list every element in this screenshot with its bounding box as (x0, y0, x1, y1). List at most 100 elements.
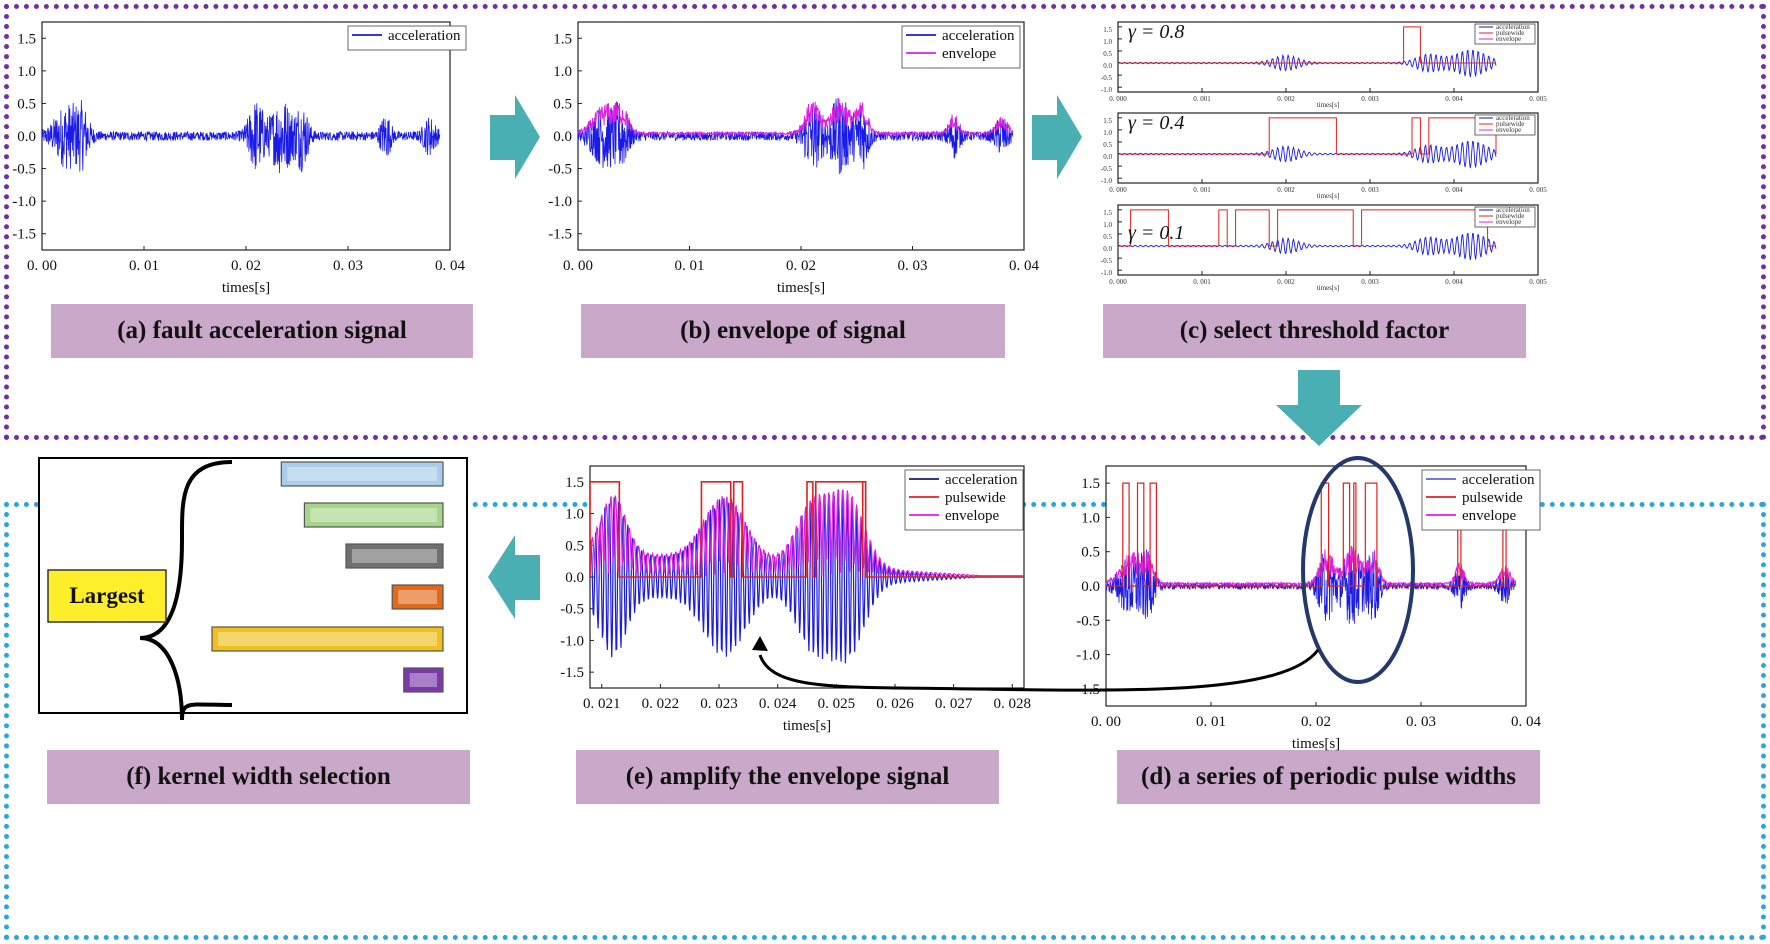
pulsewide-series (589, 481, 1024, 578)
y-tick-label: 0.0 (1103, 153, 1112, 161)
x-tick-label: 0. 001 (1193, 278, 1211, 286)
x-tick-label: 0. 005 (1529, 95, 1547, 103)
legend-label-acceleration: acceleration (1496, 206, 1530, 214)
x-axis-label: times[s] (783, 718, 831, 734)
x-tick-label: 0. 000 (1109, 278, 1127, 286)
y-tick-label: 0.0 (1103, 62, 1112, 70)
x-tick-label: 0. 000 (1109, 95, 1127, 103)
x-tick-label: 0. 04 (435, 258, 466, 274)
x-tick-label: 0. 04 (1009, 258, 1040, 274)
caption-f: (f) kernel width selection (47, 750, 470, 804)
gamma-label: γ = 0.4 (1128, 112, 1184, 134)
x-tick-label: 0. 00 (1091, 714, 1121, 730)
kernel-bar-bevel (310, 508, 437, 522)
x-tick-label: 0. 01 (1196, 714, 1226, 730)
gamma-label: γ = 0.8 (1128, 21, 1184, 43)
y-tick-label: 1.0 (565, 507, 584, 523)
gamma-label: γ = 0.1 (1128, 222, 1184, 244)
connector-arrowhead (752, 636, 768, 651)
legend-label-acceleration: acceleration (1496, 23, 1530, 31)
y-tick-label: 1.5 (1081, 476, 1100, 492)
kernel-bar-bevel (351, 549, 437, 563)
x-tick-label: 0. 027 (935, 696, 973, 712)
x-tick-label: 0. 023 (700, 696, 738, 712)
acceleration-series (41, 99, 441, 174)
x-tick-label: 0. 00 (563, 258, 593, 274)
kernel-width-box: Largest (38, 457, 468, 721)
x-tick-label: 0. 005 (1529, 278, 1547, 286)
highlight-ellipse (1301, 456, 1415, 684)
x-tick-label: 0. 001 (1193, 95, 1211, 103)
x-axis-label: times[s] (1317, 101, 1340, 109)
x-tick-label: 0. 03 (333, 258, 363, 274)
x-axis-label: times[s] (222, 280, 270, 296)
y-tick-label: -1.5 (12, 227, 36, 243)
x-tick-label: 0. 000 (1109, 186, 1127, 194)
y-tick-label: -0.5 (1101, 165, 1113, 173)
caption-b: (b) envelope of signal (581, 304, 1005, 358)
y-tick-label: -0.5 (548, 162, 572, 178)
y-tick-label: 1.5 (1103, 117, 1112, 125)
caption-d: (d) a series of periodic pulse widths (1117, 750, 1540, 804)
plot-frame (1117, 21, 1539, 93)
top-dotted-frame (4, 4, 1766, 440)
legend-box (904, 469, 1024, 531)
y-tick-label: 0.0 (17, 129, 36, 145)
y-tick-label: -1.0 (1101, 177, 1113, 185)
legend-label-acceleration: acceleration (942, 28, 1015, 44)
legend-label-acceleration: acceleration (945, 472, 1018, 488)
kernel-bar (345, 543, 444, 569)
y-tick-label: -0.5 (12, 162, 36, 178)
y-tick-label: 1.5 (1103, 26, 1112, 34)
y-tick-label: 0.5 (17, 96, 36, 112)
legend-label-envelope: envelope (1496, 35, 1521, 43)
legend-label-acceleration: acceleration (1496, 114, 1530, 122)
x-axis-label: times[s] (1292, 736, 1340, 752)
legend-label-pulsewide: pulsewide (1496, 120, 1524, 128)
x-tick-label: 0. 005 (1529, 186, 1547, 194)
x-tick-label: 0. 03 (1406, 714, 1436, 730)
arrow-right-1 (490, 95, 540, 179)
y-tick-label: -0.5 (560, 602, 584, 618)
envelope-series (577, 97, 1014, 137)
y-tick-label: 0.0 (1081, 579, 1100, 595)
acceleration-series (577, 98, 1014, 175)
legend-label-pulsewide: pulsewide (1496, 29, 1524, 37)
kernel-bar (403, 667, 444, 693)
y-tick-label: 1.0 (1103, 129, 1112, 137)
largest-label-box (47, 569, 167, 623)
x-tick-label: 0. 022 (642, 696, 680, 712)
y-tick-label: -1.0 (1101, 86, 1113, 94)
kernel-bar (391, 584, 444, 610)
x-tick-label: 0. 02 (231, 258, 261, 274)
y-tick-label: -1.5 (560, 665, 584, 681)
legend-box (901, 25, 1021, 69)
kernel-bar (211, 626, 444, 652)
x-axis-label: times[s] (1317, 284, 1340, 292)
legend-label-envelope: envelope (1496, 126, 1521, 134)
y-tick-label: 1.0 (1103, 221, 1112, 229)
y-tick-label: -0.5 (1076, 613, 1100, 629)
x-tick-label: 0. 021 (583, 696, 621, 712)
y-tick-label: -1.0 (560, 633, 584, 649)
y-tick-label: 1.5 (565, 475, 584, 491)
kernel-bar (280, 461, 444, 487)
y-tick-label: 1.5 (1103, 209, 1112, 217)
y-tick-label: 0.5 (565, 538, 584, 554)
connector-curve (758, 649, 1320, 692)
y-tick-label: -1.0 (1076, 648, 1100, 664)
x-tick-label: 0. 002 (1277, 95, 1295, 103)
y-tick-label: 1.5 (553, 31, 572, 47)
x-tick-label: 0. 028 (994, 696, 1032, 712)
kernel-bar-bevel (218, 632, 437, 646)
y-tick-label: 0.5 (1103, 141, 1112, 149)
caption-c: (c) select threshold factor (1103, 304, 1526, 358)
arrow-right-2 (1032, 95, 1082, 179)
x-tick-label: 0. 02 (786, 258, 816, 274)
